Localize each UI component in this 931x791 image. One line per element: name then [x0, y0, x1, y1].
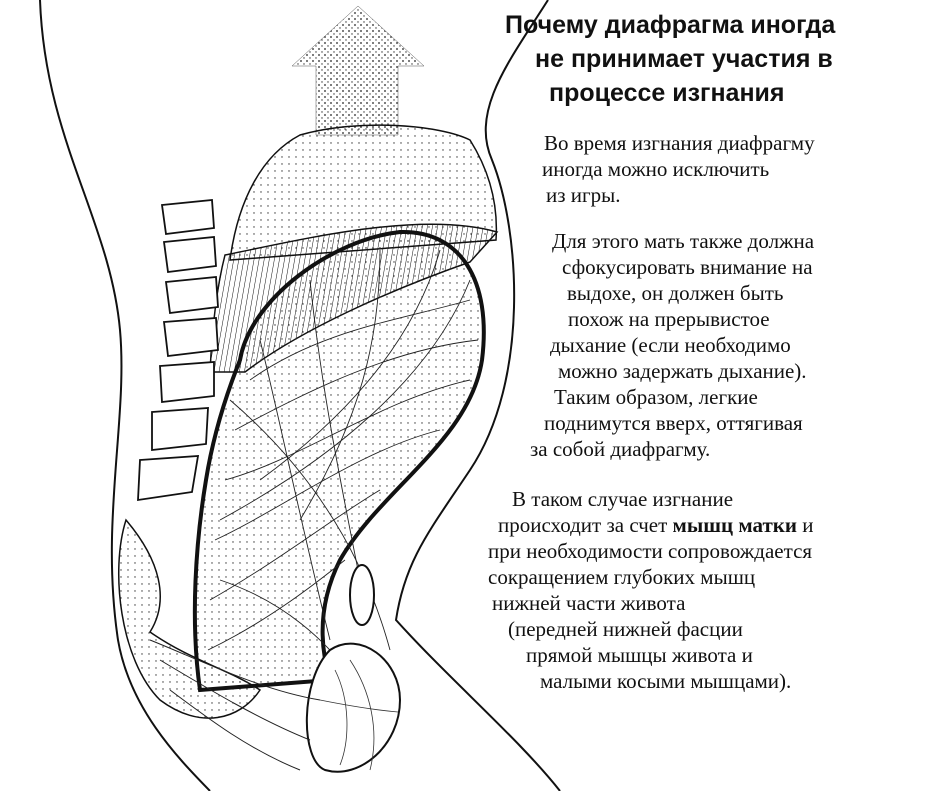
uterine-muscle-fibers [207, 249, 479, 691]
back-contour [39, 0, 211, 791]
fetal-head-lines [319, 659, 399, 771]
upward-arrow [291, 5, 425, 136]
fetal-head [305, 642, 402, 773]
p3-line-3: при необходимости сопровождается [488, 539, 813, 563]
p3-line-6: (передней нижней фасции [508, 617, 743, 641]
p3-line-4: сокращением глубоких мышц [488, 565, 756, 589]
p2-line-4: похож на прерывистое [568, 307, 770, 331]
paragraph-3: В таком случае изгнание происходит за сч… [488, 486, 813, 694]
p3-line-2: происходит за счет мышц матки и [488, 512, 813, 538]
p2-line-9: за собой диафрагму. [530, 437, 711, 461]
spine [137, 199, 219, 502]
title-line-1: Почему диафрагма иногда [505, 11, 836, 39]
uterine-muscles-emphasis: мышц матки [672, 513, 797, 537]
p1-line-2: иногда можно исключить [542, 157, 770, 181]
front-abdomen-contour [394, 0, 561, 791]
diagram-title: Почему диафрагма иногда не принимает уча… [505, 8, 925, 110]
title-line-2: не принимает участия в [535, 45, 833, 73]
paragraph-1: Во время изгнания диафрагму иногда можно… [540, 130, 815, 208]
p2-line-2: сфокусировать внимание на [562, 255, 813, 279]
p3-line-1: В таком случае изгнание [512, 487, 734, 511]
p2-line-8: поднимутся вверх, оттягивая [544, 411, 803, 435]
p3-line-7: прямой мышцы живота и [526, 643, 753, 667]
umbilicus [349, 564, 375, 626]
title-line-3: процессе изгнания [549, 79, 785, 107]
paragraph-2: Для этого мать также должна сфокусироват… [522, 228, 814, 462]
p2-line-3: выдохе, он должен быть [567, 281, 784, 305]
p2-line-6: можно задержать дыхание). [558, 359, 807, 383]
p3-line-8: малыми косыми мышцами). [540, 669, 792, 693]
p3-line-2-end: и [796, 513, 814, 537]
pelvic-floor [149, 639, 321, 771]
uterus [192, 229, 486, 693]
p3-line-2-start: происходит за счет [498, 513, 673, 537]
p1-line-3: из игры. [546, 183, 621, 207]
pelvis [118, 518, 262, 719]
p2-line-1: Для этого мать также должна [552, 229, 815, 253]
p2-line-7: Таким образом, легкие [554, 385, 758, 409]
p3-line-5: нижней части живота [492, 591, 686, 615]
p1-line-1: Во время изгнания диафрагму [544, 131, 815, 155]
p2-line-5: дыхание (если необходимо [550, 333, 791, 357]
